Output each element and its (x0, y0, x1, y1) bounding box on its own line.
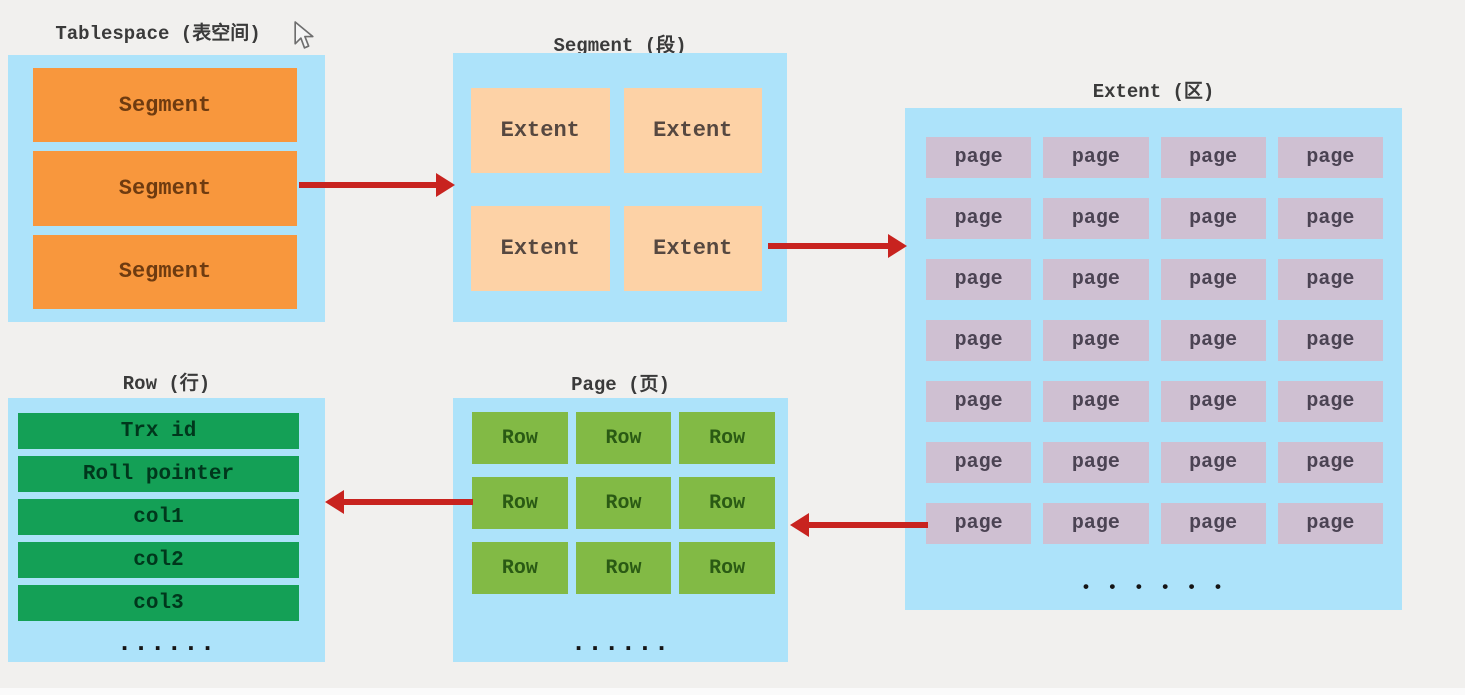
extent-ellipsis: • • • • • • (1080, 579, 1227, 598)
page-box: page (1043, 320, 1149, 361)
row-box: Row (575, 412, 672, 464)
row-field-bar: col2 (18, 542, 299, 578)
bottom-strip (0, 688, 1465, 695)
page-box: page (1043, 442, 1149, 483)
segment-box: Segment (33, 68, 297, 143)
page-box: page (926, 198, 1032, 239)
extent-box: Extent (471, 88, 610, 173)
row-title: Row (行) (122, 373, 211, 395)
arrow-shaft (299, 182, 442, 188)
arrow-shaft (768, 243, 894, 249)
page-box: page (1043, 137, 1149, 178)
segment-box: Segment (33, 151, 297, 226)
page-box: page (1043, 259, 1149, 300)
page-box: page (926, 442, 1032, 483)
page-box: page (1160, 442, 1266, 483)
extent-box: Extent (471, 206, 610, 291)
segment-box: Segment (33, 234, 297, 309)
page-box: page (1160, 320, 1266, 361)
arrow-tablespace-to-segment (299, 173, 455, 197)
page-box: page (1160, 198, 1266, 239)
arrow-extent-to-page (790, 513, 928, 537)
page-box: page (1160, 259, 1266, 300)
arrow-shaft (803, 522, 928, 528)
page-box: page (1277, 503, 1383, 544)
row-box: Row (679, 477, 775, 529)
row-box: Row (472, 542, 568, 594)
page-box: page (1160, 137, 1266, 178)
page-box: page (926, 381, 1032, 422)
row-field-bar: Roll pointer (18, 456, 299, 492)
row-box: Row (472, 477, 568, 529)
row-box: Row (679, 542, 775, 594)
page-box: page (1277, 442, 1383, 483)
row-field-bar: Trx id (18, 413, 299, 449)
row-container: ...... Trx id Roll pointer col1 col2 col3 (8, 398, 325, 662)
page-box: page (926, 320, 1032, 361)
tablespace-title: Tablespace (表空间) (55, 23, 261, 45)
segment-title: Segment (段) (553, 35, 687, 57)
page-box: page (1277, 198, 1383, 239)
row-ellipsis: ...... (116, 628, 217, 658)
mouse-cursor-icon (294, 21, 314, 49)
arrow-segment-to-extent (768, 234, 907, 258)
row-box: Row (472, 412, 568, 464)
extent-title: Extent (区) (1092, 81, 1215, 103)
page-box: page (1043, 381, 1149, 422)
page-box: page (1160, 381, 1266, 422)
row-field-bar: col3 (18, 585, 299, 621)
page-ellipsis: ...... (570, 628, 671, 658)
arrow-shaft (338, 499, 473, 505)
row-box: Row (575, 477, 672, 529)
page-box: page (1277, 259, 1383, 300)
page-box: page (1043, 198, 1149, 239)
page-box: page (1043, 503, 1149, 544)
page-box: page (926, 503, 1032, 544)
page-title: Page (页) (571, 374, 670, 396)
arrow-page-to-row (325, 490, 473, 514)
extent-box: Extent (623, 88, 762, 173)
extent-box: Extent (623, 206, 762, 291)
extent-container: • • • • • • page page page page page page page… (905, 108, 1402, 610)
row-field-bar: col1 (18, 499, 299, 535)
row-box: Row (679, 412, 775, 464)
page-box: page (1277, 381, 1383, 422)
page-box: page (1277, 137, 1383, 178)
page-box: page (1160, 503, 1266, 544)
page-box: page (926, 259, 1032, 300)
page-box: page (926, 137, 1032, 178)
row-box: Row (575, 542, 672, 594)
page-box: page (1277, 320, 1383, 361)
